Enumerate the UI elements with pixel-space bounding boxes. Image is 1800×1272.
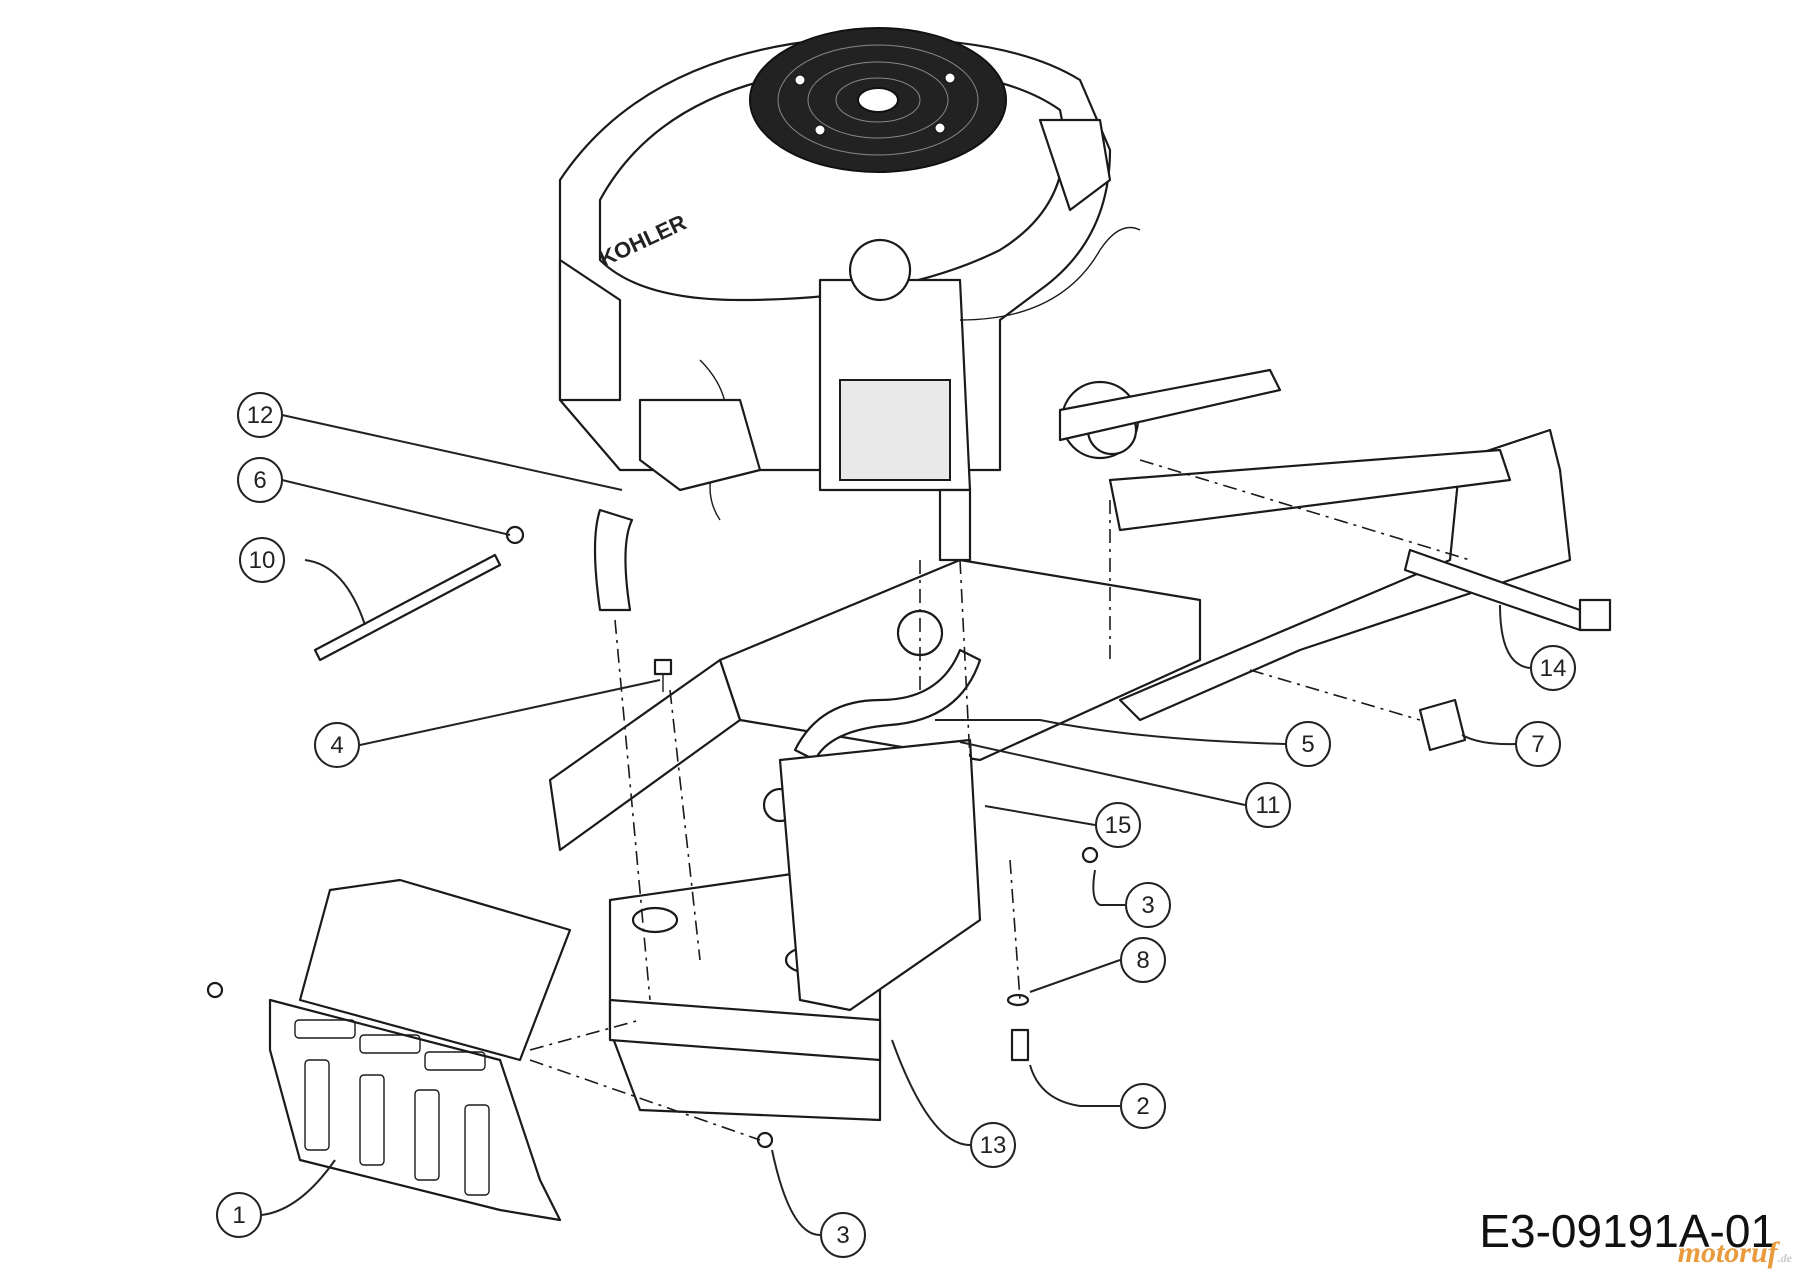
washer-8: [1006, 993, 1030, 1007]
callout-13: 13: [970, 1122, 1016, 1168]
screw-loose: [206, 981, 224, 999]
screw-3a: [1081, 846, 1099, 864]
callout-2: 2: [1120, 1083, 1166, 1129]
svg-text:2: 2: [1136, 1093, 1149, 1120]
watermark-name: motoruf: [1677, 1236, 1778, 1269]
callout-14: 14: [1530, 645, 1576, 691]
svg-text:1: 1: [232, 1202, 245, 1229]
callout-7: 7: [1515, 721, 1561, 767]
exhaust-pipe-12: [593, 508, 634, 612]
engine-assembly: [558, 27, 1141, 562]
heat-shield: [268, 878, 572, 1222]
svg-text:14: 14: [1540, 655, 1567, 682]
frame-assembly: [548, 368, 1572, 855]
callout-4: 4: [314, 722, 360, 768]
callout-10: 10: [239, 537, 285, 583]
svg-text:12: 12: [247, 402, 274, 429]
svg-text:6: 6: [253, 467, 266, 494]
svg-text:3: 3: [1141, 892, 1154, 919]
svg-text:11: 11: [1256, 792, 1281, 819]
svg-text:10: 10: [249, 547, 276, 574]
bolt-4: [653, 658, 673, 692]
drawing-number: E3-09191A-01: [1479, 1205, 1776, 1257]
leader-lines: [261, 414, 1531, 1236]
callout-12: 12: [237, 392, 283, 438]
callout-15: 15: [1095, 802, 1141, 848]
screw-3b: [756, 1131, 774, 1149]
alignment-lines: [529, 459, 1471, 1141]
callout-1: 1: [216, 1192, 262, 1238]
svg-text:15: 15: [1105, 812, 1132, 839]
rod-10: [313, 553, 502, 662]
svg-text:13: 13: [980, 1132, 1007, 1159]
muffler: [608, 738, 982, 1122]
callout-8: 8: [1120, 937, 1166, 983]
tube-14: [1403, 548, 1612, 632]
svg-text:7: 7: [1531, 731, 1544, 758]
watermark-logo: motoruf.de: [1678, 1236, 1792, 1270]
screw-2: [1010, 1028, 1030, 1062]
watermark-tld: .de: [1777, 1251, 1792, 1265]
svg-text:5: 5: [1301, 731, 1314, 758]
clip-7: [1418, 698, 1467, 752]
callout-3b: 3: [820, 1212, 866, 1258]
callout-6: 6: [237, 457, 283, 503]
svg-text:4: 4: [330, 732, 343, 759]
svg-text:3: 3: [836, 1222, 849, 1249]
callout-3a: 3: [1125, 882, 1171, 928]
callout-5: 5: [1285, 721, 1331, 767]
callout-11: 11: [1245, 782, 1291, 828]
svg-text:8: 8: [1136, 947, 1149, 974]
